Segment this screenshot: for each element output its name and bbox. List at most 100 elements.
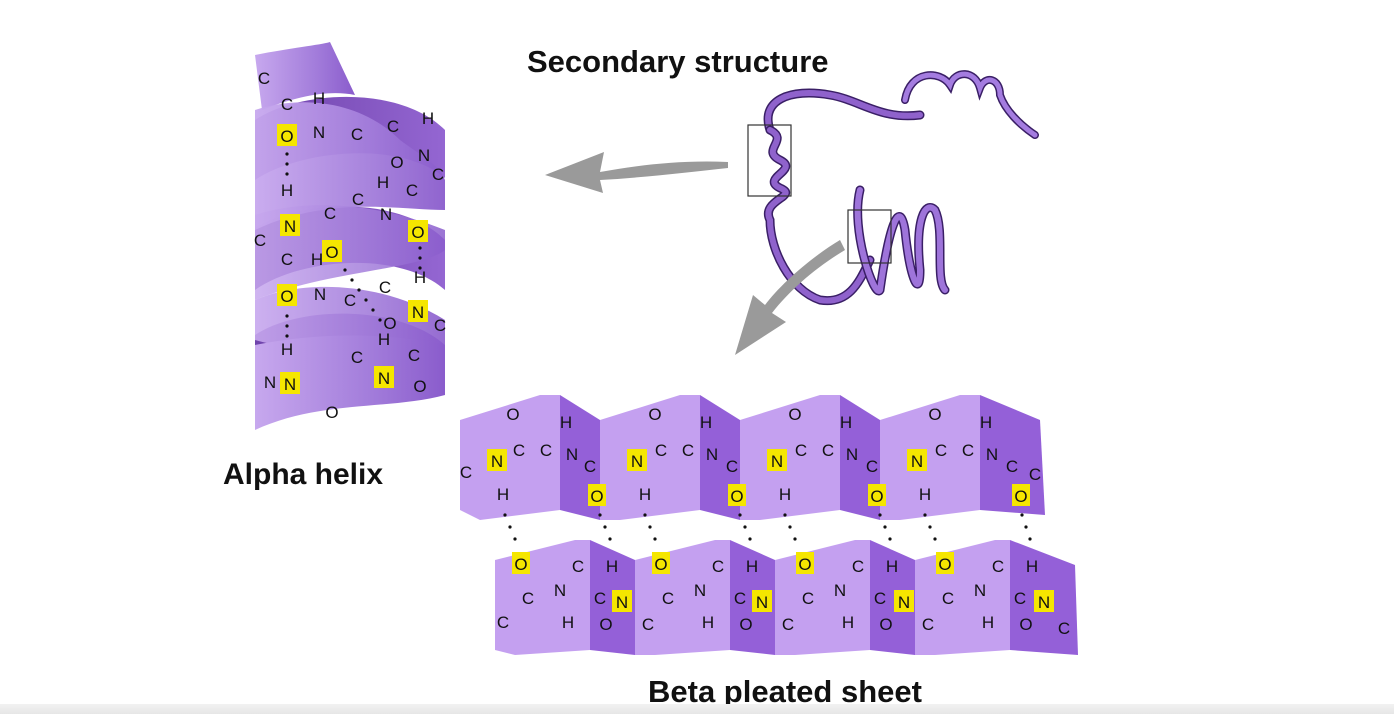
svg-text:O: O: [506, 405, 519, 424]
svg-text:O: O: [590, 487, 603, 506]
svg-text:H: H: [414, 268, 426, 287]
direction-arrows: [545, 152, 845, 355]
diagram-title: Secondary structure: [527, 44, 829, 79]
svg-text:O: O: [938, 555, 951, 574]
svg-text:C: C: [522, 589, 534, 608]
svg-text:C: C: [852, 557, 864, 576]
svg-text:H: H: [497, 485, 509, 504]
svg-text:C: C: [922, 615, 934, 634]
svg-text:O: O: [325, 403, 338, 422]
svg-text:C: C: [540, 441, 552, 460]
svg-text:N: N: [694, 581, 706, 600]
svg-text:C: C: [594, 589, 606, 608]
svg-text:C: C: [712, 557, 724, 576]
svg-text:O: O: [383, 314, 396, 333]
svg-text:C: C: [795, 441, 807, 460]
svg-text:N: N: [846, 445, 858, 464]
svg-text:C: C: [460, 463, 472, 482]
svg-text:C: C: [866, 457, 878, 476]
svg-text:C: C: [324, 204, 336, 223]
svg-text:C: C: [432, 165, 444, 184]
svg-text:C: C: [662, 589, 674, 608]
svg-text:H: H: [842, 613, 854, 632]
svg-text:C: C: [1029, 465, 1041, 484]
svg-text:H: H: [377, 173, 389, 192]
svg-text:H: H: [606, 557, 618, 576]
svg-text:C: C: [406, 181, 418, 200]
video-bottom-bar: [0, 704, 1394, 714]
svg-text:C: C: [802, 589, 814, 608]
svg-text:C: C: [352, 190, 364, 209]
svg-text:O: O: [730, 487, 743, 506]
svg-text:C: C: [734, 589, 746, 608]
beta-pleated-sheet: [460, 395, 1078, 655]
svg-text:O: O: [788, 405, 801, 424]
svg-text:C: C: [1058, 619, 1070, 638]
svg-text:H: H: [562, 613, 574, 632]
svg-text:H: H: [1026, 557, 1038, 576]
svg-text:N: N: [378, 369, 390, 388]
svg-text:N: N: [706, 445, 718, 464]
svg-text:N: N: [554, 581, 566, 600]
svg-text:H: H: [281, 181, 293, 200]
svg-text:H: H: [840, 413, 852, 432]
svg-text:H: H: [886, 557, 898, 576]
svg-text:C: C: [434, 316, 446, 335]
svg-text:H: H: [560, 413, 572, 432]
svg-text:N: N: [313, 123, 325, 142]
svg-text:H: H: [919, 485, 931, 504]
svg-text:H: H: [702, 613, 714, 632]
svg-text:N: N: [756, 593, 768, 612]
svg-text:N: N: [284, 375, 296, 394]
svg-text:C: C: [992, 557, 1004, 576]
svg-text:O: O: [928, 405, 941, 424]
svg-text:O: O: [413, 377, 426, 396]
svg-text:N: N: [418, 146, 430, 165]
svg-text:C: C: [351, 348, 363, 367]
svg-text:C: C: [1006, 457, 1018, 476]
svg-text:N: N: [380, 205, 392, 224]
svg-text:N: N: [631, 452, 643, 471]
svg-text:C: C: [822, 441, 834, 460]
svg-text:N: N: [771, 452, 783, 471]
svg-text:O: O: [599, 615, 612, 634]
svg-text:O: O: [411, 223, 424, 242]
svg-text:C: C: [726, 457, 738, 476]
svg-text:N: N: [898, 593, 910, 612]
svg-text:N: N: [264, 373, 276, 392]
svg-text:H: H: [746, 557, 758, 576]
svg-text:O: O: [514, 555, 527, 574]
svg-text:C: C: [258, 69, 270, 88]
svg-text:O: O: [648, 405, 661, 424]
svg-text:C: C: [254, 231, 266, 250]
svg-text:C: C: [572, 557, 584, 576]
alpha-helix-ribbon: [255, 42, 445, 430]
svg-text:C: C: [782, 615, 794, 634]
svg-text:O: O: [280, 127, 293, 146]
svg-text:H: H: [700, 413, 712, 432]
svg-text:C: C: [655, 441, 667, 460]
svg-text:C: C: [379, 278, 391, 297]
svg-text:C: C: [513, 441, 525, 460]
svg-text:N: N: [911, 452, 923, 471]
svg-text:C: C: [962, 441, 974, 460]
svg-text:N: N: [834, 581, 846, 600]
svg-text:H: H: [639, 485, 651, 504]
svg-text:C: C: [497, 613, 509, 632]
svg-text:C: C: [682, 441, 694, 460]
arrow-to-alpha-helix: [545, 152, 728, 193]
svg-text:O: O: [739, 615, 752, 634]
svg-text:N: N: [314, 285, 326, 304]
svg-text:H: H: [982, 613, 994, 632]
svg-text:N: N: [986, 445, 998, 464]
svg-text:N: N: [284, 217, 296, 236]
alpha-helix-label: Alpha helix: [223, 458, 384, 491]
svg-text:H: H: [422, 109, 434, 128]
svg-text:N: N: [1038, 593, 1050, 612]
svg-text:C: C: [942, 589, 954, 608]
svg-text:O: O: [1019, 615, 1032, 634]
svg-text:O: O: [879, 615, 892, 634]
svg-text:O: O: [325, 243, 338, 262]
svg-text:N: N: [616, 593, 628, 612]
